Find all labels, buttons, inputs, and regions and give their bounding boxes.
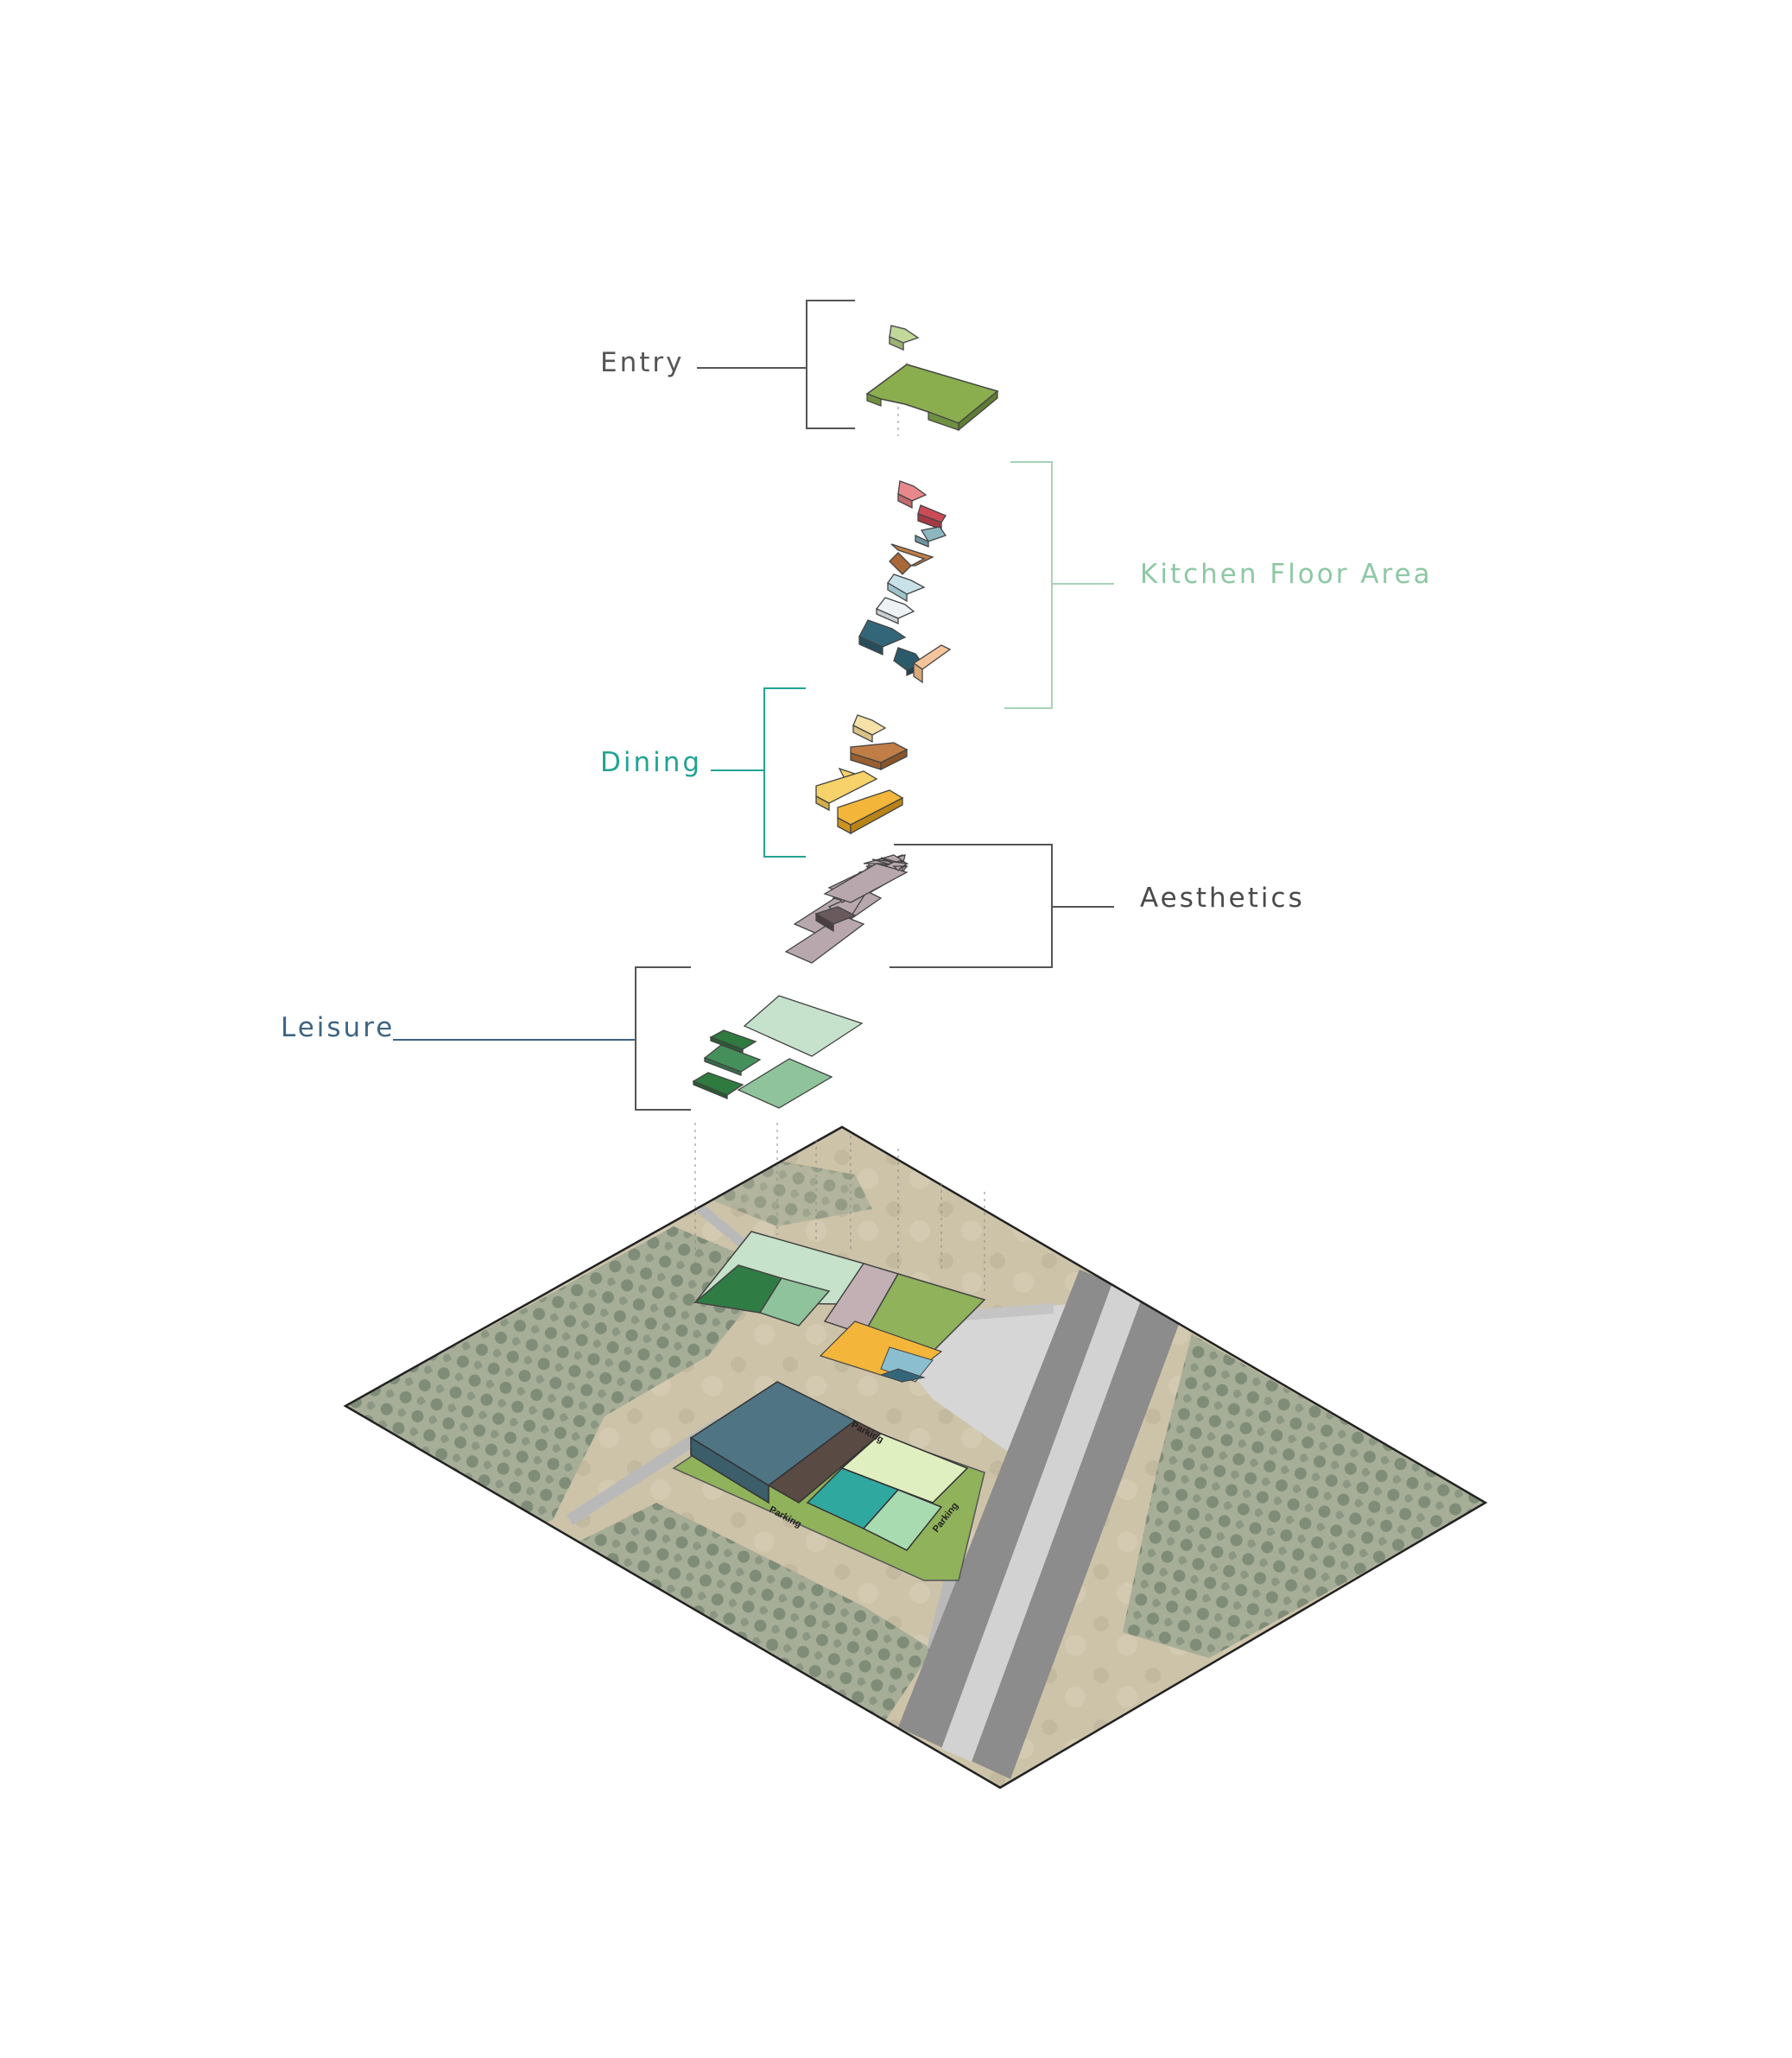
orchard-left <box>345 1226 777 1546</box>
aesthetics-slab-b <box>784 915 865 964</box>
leisure-slab-mid <box>737 1058 833 1109</box>
site-footprint-upper <box>693 1231 986 1383</box>
building-block-lime <box>840 1433 969 1504</box>
dining-layer <box>815 714 909 835</box>
leisure-slab-light <box>743 995 864 1057</box>
dining-label: Dining <box>600 747 702 778</box>
aesthetics-label: Aesthetics <box>1140 883 1305 914</box>
building-block-mint <box>862 1489 943 1551</box>
kitchen-bracket <box>1004 461 1114 709</box>
aesthetics-bracket <box>890 844 1114 968</box>
orchard-bottom-left <box>553 1503 933 1727</box>
entry-bracket <box>697 300 855 429</box>
leisure-bracket <box>635 966 691 1111</box>
kitchen-layer <box>858 480 952 684</box>
leisure-label: Leisure <box>281 1012 395 1043</box>
kitchen-floor-area-label: Kitchen Floor Area <box>1140 559 1433 590</box>
site-buildings: Parking Parking Parking <box>672 1381 985 1581</box>
leisure-layer <box>692 995 864 1109</box>
dining-bracket <box>711 687 806 858</box>
entry-layer <box>865 325 999 432</box>
orchard-right <box>1123 1334 1485 1658</box>
aesthetics-layer <box>784 854 909 964</box>
entry-label: Entry <box>600 347 684 378</box>
